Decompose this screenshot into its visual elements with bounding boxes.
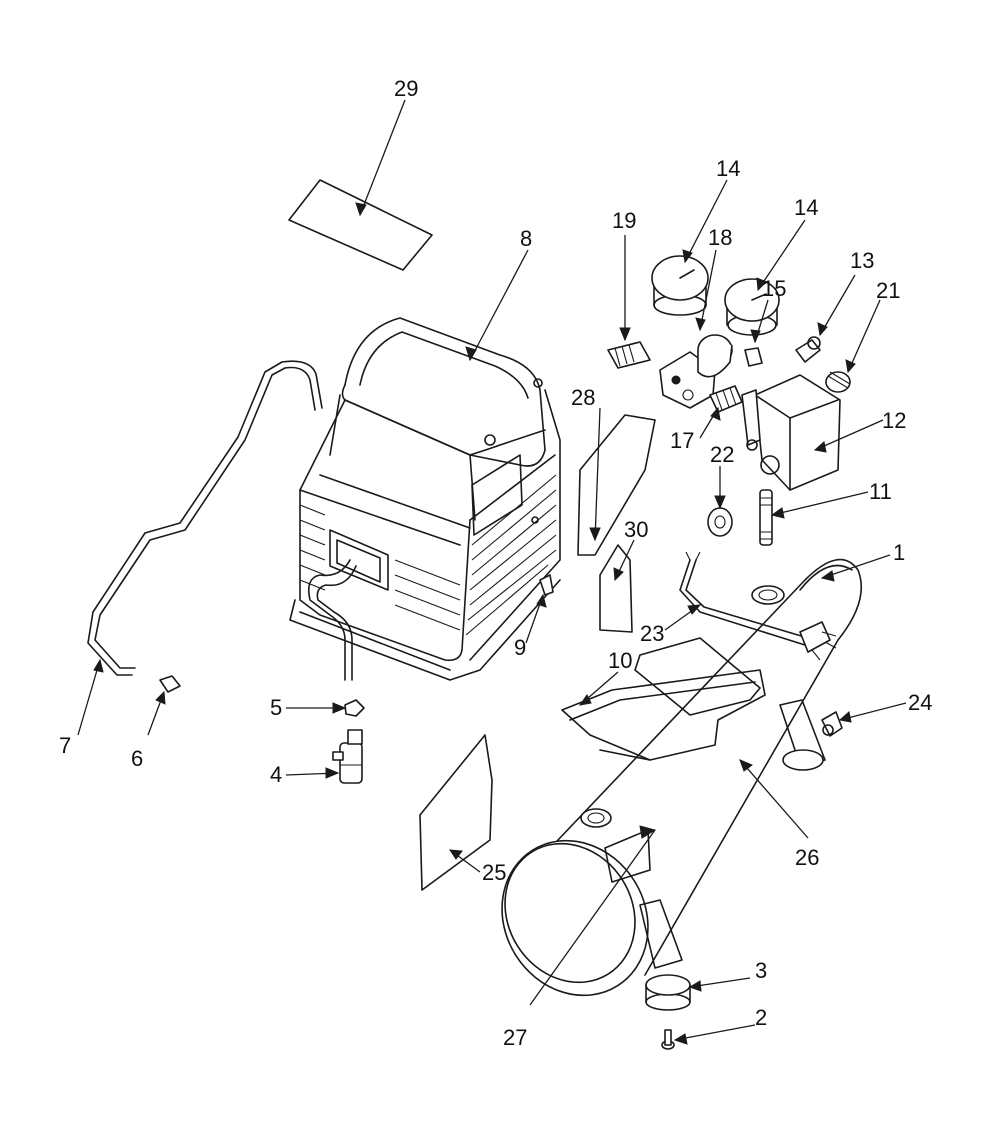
callout-8: 8 xyxy=(520,226,532,251)
callout-17: 17 xyxy=(670,428,694,453)
callout-12: 12 xyxy=(882,408,906,433)
decal-25 xyxy=(419,734,493,891)
callout-30: 30 xyxy=(624,517,648,542)
callout-1: 1 xyxy=(893,540,905,565)
decal-29 xyxy=(288,179,433,271)
fitting-6 xyxy=(159,675,181,693)
callout-14-right: 14 xyxy=(794,195,818,220)
callout-3: 3 xyxy=(755,958,767,983)
callout-18: 18 xyxy=(708,225,732,250)
screw-2 xyxy=(661,1029,675,1050)
callout-24: 24 xyxy=(908,690,932,715)
callout-labels: 29 8 14 14 18 19 15 13 21 12 11 17 22 1 … xyxy=(59,76,932,1050)
drain-valve-24 xyxy=(821,711,843,737)
callout-26: 26 xyxy=(795,845,819,870)
power-cord-23 xyxy=(679,551,837,661)
callout-27: 27 xyxy=(503,1025,527,1050)
callout-2: 2 xyxy=(755,1005,767,1030)
callout-25: 25 xyxy=(482,860,506,885)
fitting-5 xyxy=(344,699,365,717)
callout-29: 29 xyxy=(394,76,418,101)
callout-21: 21 xyxy=(876,278,900,303)
fitting-13 xyxy=(795,336,821,363)
callout-15: 15 xyxy=(762,276,786,301)
fitting-22 xyxy=(707,507,733,537)
callout-5: 5 xyxy=(270,695,282,720)
gauge-14-left xyxy=(651,255,709,316)
callout-10: 10 xyxy=(608,648,632,673)
fitting-19 xyxy=(607,341,651,369)
nipple-17 xyxy=(709,385,743,413)
fitting-21 xyxy=(825,371,851,393)
callout-7: 7 xyxy=(59,733,71,758)
hose-tube xyxy=(87,360,323,676)
fitting-15 xyxy=(744,347,763,367)
callout-14-left: 14 xyxy=(716,156,740,181)
callout-23: 23 xyxy=(640,621,664,646)
callout-28: 28 xyxy=(571,385,595,410)
callout-4: 4 xyxy=(270,762,282,787)
fitting-9 xyxy=(539,574,554,596)
callout-13: 13 xyxy=(850,248,874,273)
callout-22: 22 xyxy=(710,442,734,467)
regulator-18 xyxy=(659,334,733,409)
air-tank-1 xyxy=(501,558,862,997)
callout-11: 11 xyxy=(869,479,892,504)
callout-6: 6 xyxy=(131,746,143,771)
callout-9: 9 xyxy=(514,635,526,660)
shroud-cover xyxy=(289,317,561,681)
leader-lines xyxy=(77,99,907,1045)
pressure-switch-12 xyxy=(741,374,841,491)
callout-19: 19 xyxy=(612,208,636,233)
bracket-10 xyxy=(561,669,766,761)
decal-30 xyxy=(599,544,633,633)
rubber-foot-3 xyxy=(645,974,691,1011)
upper-bracket xyxy=(634,637,761,716)
valve-4 xyxy=(332,729,363,784)
gauge-14-right xyxy=(724,278,780,336)
nipple-11 xyxy=(759,489,773,546)
decal-28 xyxy=(577,414,656,556)
